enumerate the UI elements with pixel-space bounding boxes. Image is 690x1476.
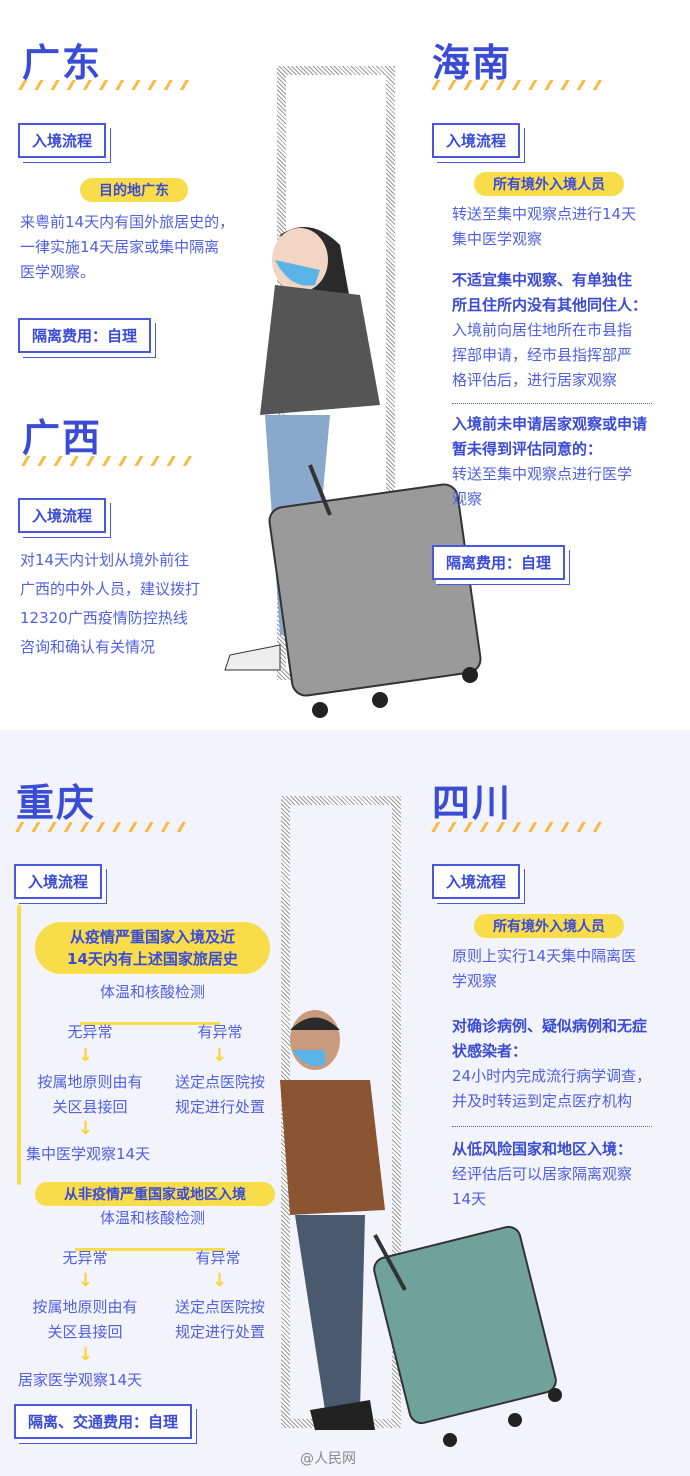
guangxi-flow-label: 入境流程: [18, 498, 107, 533]
text-line: 送定点医院按: [174, 1073, 265, 1091]
text-line: 规定进行处置: [174, 1323, 265, 1341]
text-line: 观察: [452, 490, 483, 508]
guangdong-pill: 目的地广东: [80, 178, 188, 202]
text-line: 对确诊病例、疑似病例和无症: [452, 1017, 648, 1035]
text-line: 学观察: [452, 972, 498, 990]
text-line: 所且住所内没有其他同住人：: [452, 296, 648, 314]
zigzag-divider: [430, 822, 605, 832]
branch-line: [80, 1022, 220, 1025]
flow-connector-line: [17, 905, 21, 1185]
text-line: 14天: [452, 1190, 487, 1208]
case1-abnormal-action: 送定点医院按规定进行处置: [160, 1070, 280, 1120]
case2-normal-action: 按属地原则由有关区县接回: [20, 1295, 150, 1345]
zigzag-divider: [430, 80, 605, 90]
case2-result: 居家医学观察14天: [18, 1371, 143, 1389]
arrow-down-icon: ↓: [78, 1344, 94, 1365]
case2-abnormal: 有异常: [195, 1249, 241, 1267]
sichuan-text: 原则上实行14天集中隔离医学观察 对确诊病例、疑似病例和无症状感染者： 24小时…: [452, 944, 687, 1212]
text-line: 关区县接回: [52, 1098, 128, 1116]
chongqing-title: 重庆: [16, 781, 97, 825]
hainan-text: 转送至集中观察点进行14天集中医学观察 不适宜集中观察、有单独住所且住所内没有其…: [452, 202, 687, 512]
text-line: 入境前向居住地所在市县指: [452, 321, 633, 339]
sichuan-flow-label: 入境流程: [432, 864, 521, 899]
dotted-divider: [452, 403, 652, 404]
text-line: 并及时转运到定点医疗机构: [452, 1092, 633, 1110]
sichuan-title: 四川: [432, 781, 513, 825]
guangdong-text: 来粤前14天内有国外旅居史的， 一律实施14天居家或集中隔离 医学观察。: [20, 210, 234, 285]
dotted-divider: [452, 1126, 652, 1127]
arrow-down-icon: ↓: [212, 1270, 228, 1291]
chongqing-case1-title: 从疫情严重国家入境及近 14天内有上述国家旅居史: [35, 922, 270, 974]
guangxi-title: 广西: [22, 416, 103, 460]
text-line: 12320广西疫情防控热线: [20, 609, 188, 627]
guangdong-title: 广东: [22, 41, 103, 85]
case1-result: 集中医学观察14天: [26, 1145, 151, 1163]
chongqing-case2-title: 从非疫情严重国家或地区入境: [35, 1182, 275, 1206]
case1-normal-action: 按属地原则由有关区县接回: [25, 1070, 155, 1120]
text-line: 经评估后可以居家隔离观察: [452, 1165, 633, 1183]
zigzag-divider: [20, 456, 195, 466]
hainan-title: 海南: [432, 41, 513, 85]
text-line: 不适宜集中观察、有单独住: [452, 271, 633, 289]
chongqing-fee: 隔离、交通费用：自理: [14, 1404, 193, 1439]
case1-abnormal: 有异常: [197, 1023, 243, 1041]
hainan-pill: 所有境外入境人员: [474, 172, 624, 196]
case2-normal: 无异常: [62, 1249, 108, 1267]
text-line: 广西的中外人员，建议拨打: [20, 580, 201, 598]
text-line: 从低风险国家和地区入境：: [452, 1140, 633, 1158]
zigzag-divider: [14, 822, 189, 832]
text-line: 入境前未申请居家观察或申请: [452, 415, 648, 433]
text-line: 暂未得到评估同意的：: [452, 440, 603, 458]
arrow-down-icon: ↓: [78, 1270, 94, 1291]
text-line: 挥部申请，经市县指挥部严: [452, 346, 633, 364]
arrow-down-icon: ↓: [78, 1118, 94, 1139]
guangdong-fee: 隔离费用：自理: [18, 318, 152, 353]
text-line: 24小时内完成流行病学调查，: [452, 1067, 652, 1085]
man-with-suitcase-illustration: [280, 1010, 562, 1447]
sichuan-pill: 所有境外入境人员: [474, 914, 624, 938]
text-line: 咨询和确认有关情况: [20, 638, 156, 656]
arrow-down-icon: ↓: [78, 1045, 94, 1066]
zigzag-divider: [17, 80, 192, 90]
case2-check: 体温和核酸检测: [99, 1209, 205, 1227]
hainan-fee: 隔离费用：自理: [432, 545, 566, 580]
text-line: 送定点医院按: [174, 1298, 265, 1316]
text-line: 格评估后，进行居家观察: [452, 371, 618, 389]
guangdong-flow-label: 入境流程: [18, 123, 107, 158]
arrow-down-icon: ↓: [212, 1045, 228, 1066]
text-line: 一律实施14天居家或集中隔离: [20, 238, 220, 256]
guangxi-text: 对14天内计划从境外前往 广西的中外人员，建议拨打 12320广西疫情防控热线 …: [20, 546, 200, 662]
text-line: 按属地原则由有: [37, 1073, 143, 1091]
case1-normal: 无异常: [67, 1023, 113, 1041]
text-line: 关区县接回: [47, 1323, 123, 1341]
text-line: 规定进行处置: [174, 1098, 265, 1116]
text-line: 来粤前14天内有国外旅居史的，: [20, 213, 235, 231]
text-line: 集中医学观察: [452, 230, 543, 248]
branch-line: [75, 1248, 225, 1251]
text-line: 从疫情严重国家入境及近: [69, 928, 235, 946]
hainan-flow-label: 入境流程: [432, 123, 521, 158]
text-line: 转送至集中观察点进行14天: [452, 205, 637, 223]
text-line: 原则上实行14天集中隔离医: [452, 947, 637, 965]
text-line: 对14天内计划从境外前往: [20, 551, 190, 569]
chongqing-flow-label: 入境流程: [14, 864, 103, 899]
text-line: 14天内有上述国家旅居史: [67, 950, 238, 968]
watermark: @人民网: [300, 1451, 356, 1467]
text-line: 转送至集中观察点进行医学: [452, 465, 633, 483]
case2-abnormal-action: 送定点医院按规定进行处置: [160, 1295, 280, 1345]
text-line: 按属地原则由有: [32, 1298, 138, 1316]
text-line: 医学观察。: [20, 263, 96, 281]
text-line: 状感染者：: [452, 1042, 528, 1060]
woman-with-suitcase-illustration: [224, 227, 482, 718]
case1-check: 体温和核酸检测: [99, 983, 205, 1001]
